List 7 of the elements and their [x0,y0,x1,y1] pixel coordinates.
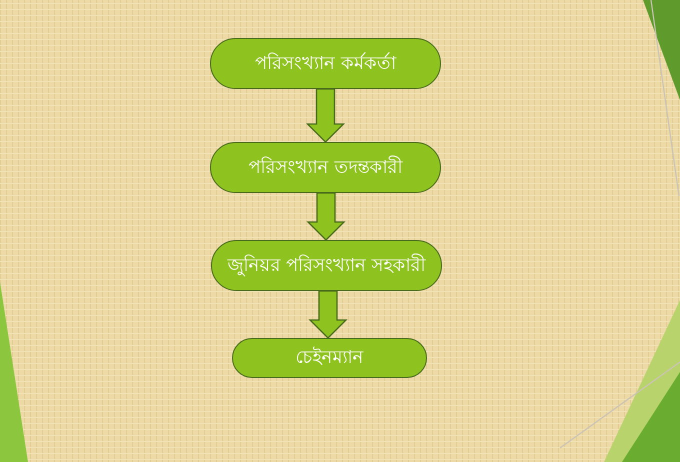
rounded-box: চেইনম্যান [232,338,427,378]
block-arrow [306,192,346,241]
rounded-box: জুনিয়র পরিসংখ্যান সহকারী [211,240,442,291]
rounded-box: পরিসংখ্যান কর্মকর্তা [210,38,441,89]
rounded-box: পরিসংখ্যান তদন্তকারী [210,142,441,193]
block-arrow [306,88,346,143]
block-arrow [308,290,348,339]
